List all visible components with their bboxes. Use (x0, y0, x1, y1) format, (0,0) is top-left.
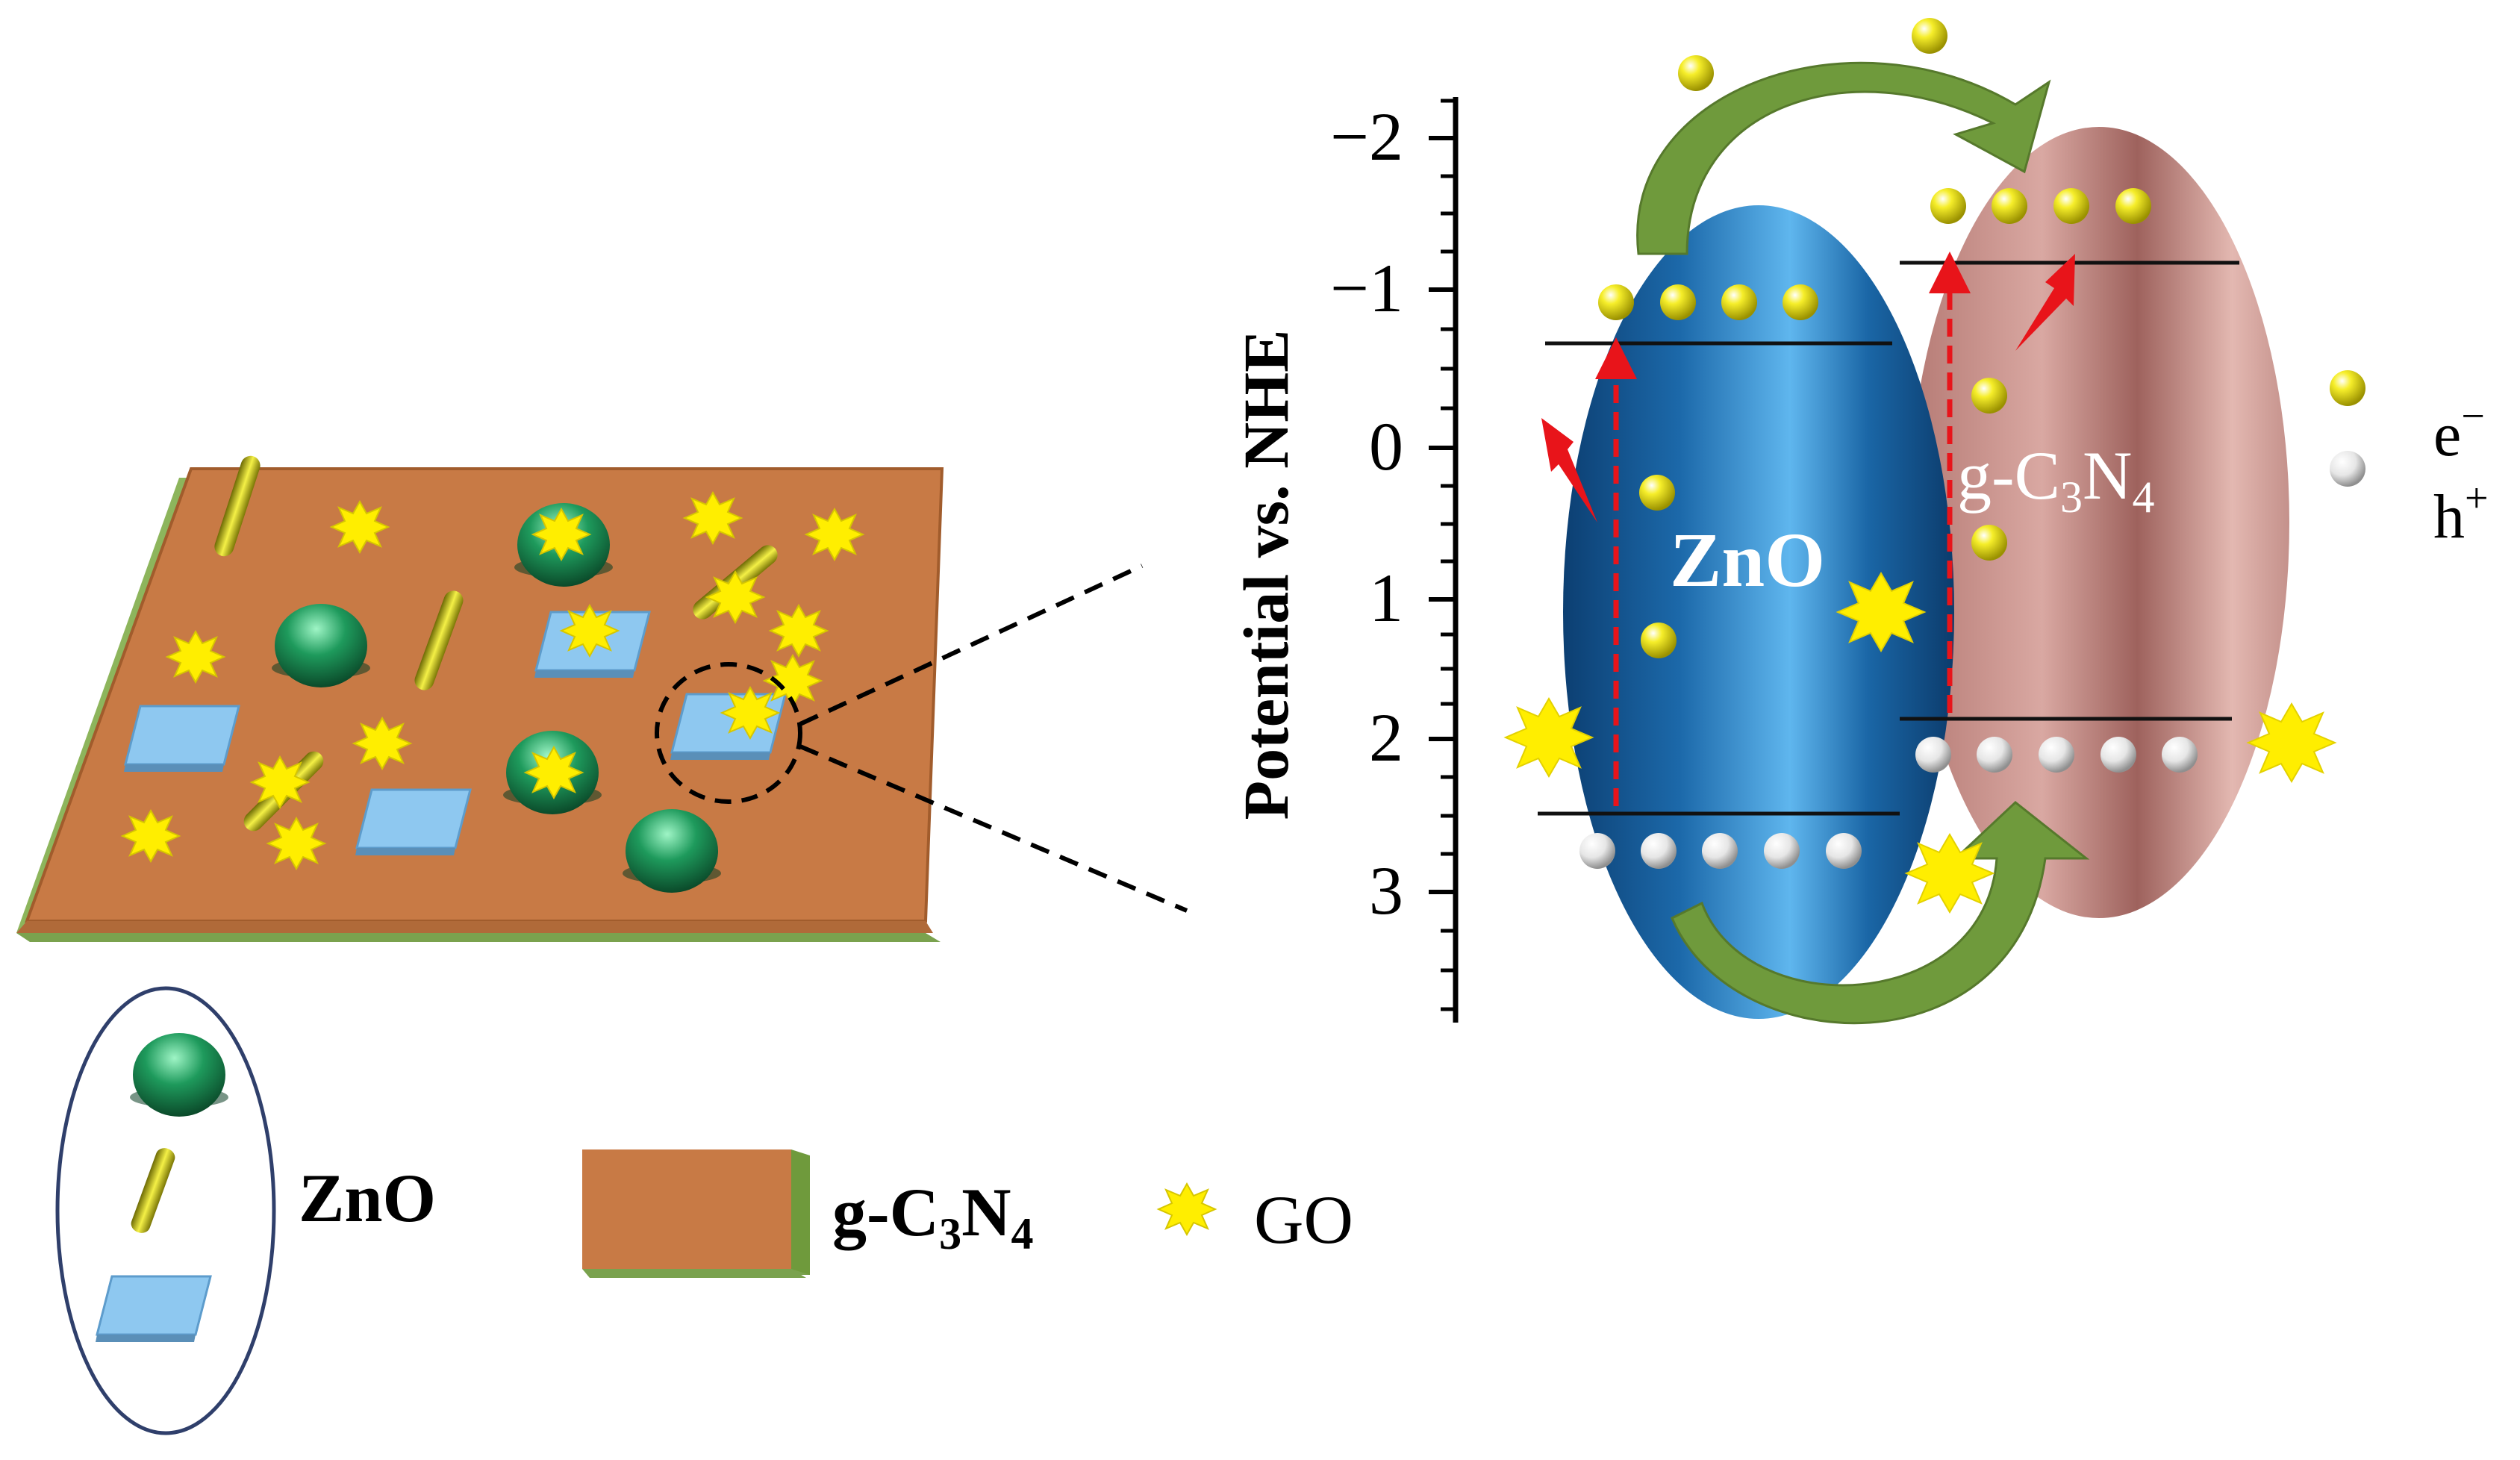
gcn-band-ellipse (1909, 127, 2289, 918)
tick-label: −1 (1330, 250, 1403, 326)
hole-legend-label: h+ (2433, 475, 2489, 552)
electron-transfer-arrow (1636, 61, 2051, 255)
tick-label: 3 (1369, 852, 1403, 929)
zno-legend-label: ZnO (299, 1160, 436, 1236)
tick-label: 2 (1369, 699, 1403, 776)
light-icon (1541, 254, 2075, 522)
tick-label: −2 (1330, 99, 1403, 175)
component-legend: ZnO g-C3N4 GO (55, 986, 1353, 1435)
axis-title: Potential vs. NHE (1230, 330, 1302, 820)
electron-legend-label: e− (2433, 393, 2485, 469)
tick-label: 0 (1369, 408, 1403, 484)
excitation-arrows (1595, 252, 1971, 806)
hole-transfer-arrow (1671, 801, 2090, 1025)
zoom-indicator (655, 564, 1188, 913)
gcn-band-label: g-C3N4 (1957, 437, 2154, 522)
tick-label: 1 (1369, 560, 1403, 636)
gcn-legend-label: g-C3N4 (832, 1174, 1034, 1258)
zno-band-label: ZnO (1670, 517, 1825, 603)
zno-morphology-group (55, 986, 276, 1435)
gcn-legend-swatch (582, 1149, 810, 1278)
charge-legend: e− h+ (2330, 370, 2489, 552)
go-legend-label: GO (1254, 1182, 1353, 1258)
potential-axis: −2 −1 0 1 2 3 Potential vs. NHE (1230, 97, 1459, 1023)
